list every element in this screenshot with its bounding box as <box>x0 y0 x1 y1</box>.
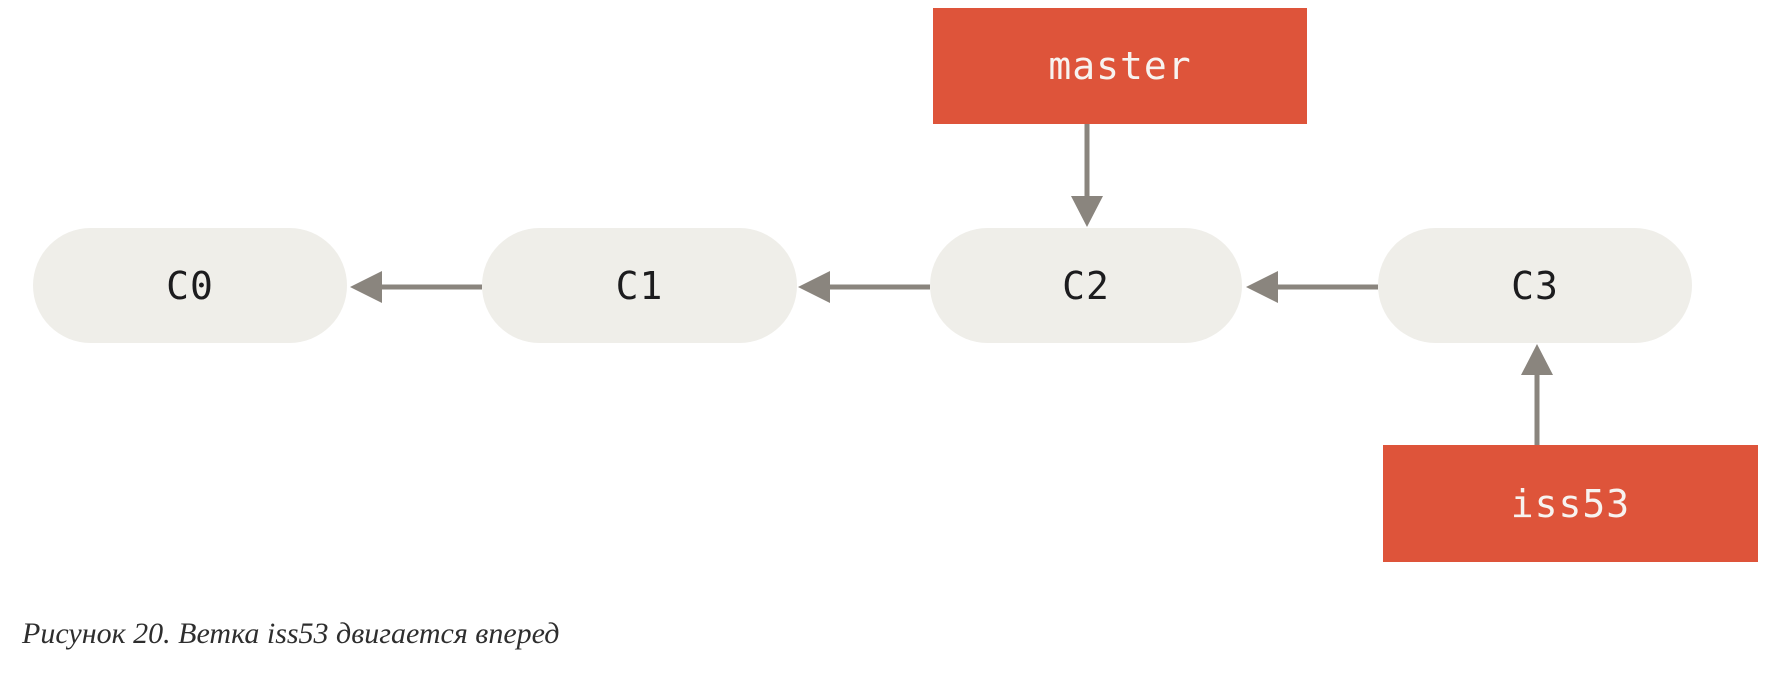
arrow-c2-to-c1-head <box>798 271 830 303</box>
arrow-c3-to-c2-head <box>1246 271 1278 303</box>
arrow-iss53-to-c3-head <box>1521 344 1553 375</box>
arrow-master-to-c2-head <box>1071 196 1103 227</box>
commit-node-c0: C0 <box>33 228 347 343</box>
figure-caption: Рисунок 20. Ветка iss53 двигается вперед <box>22 617 560 650</box>
commit-node-c2: C2 <box>930 228 1242 343</box>
branch-label-iss53: iss53 <box>1383 445 1758 562</box>
commit-node-c3: C3 <box>1378 228 1692 343</box>
arrow-c1-to-c0-head <box>350 271 382 303</box>
commit-node-c1: C1 <box>482 228 797 343</box>
branch-label-master: master <box>933 8 1307 124</box>
